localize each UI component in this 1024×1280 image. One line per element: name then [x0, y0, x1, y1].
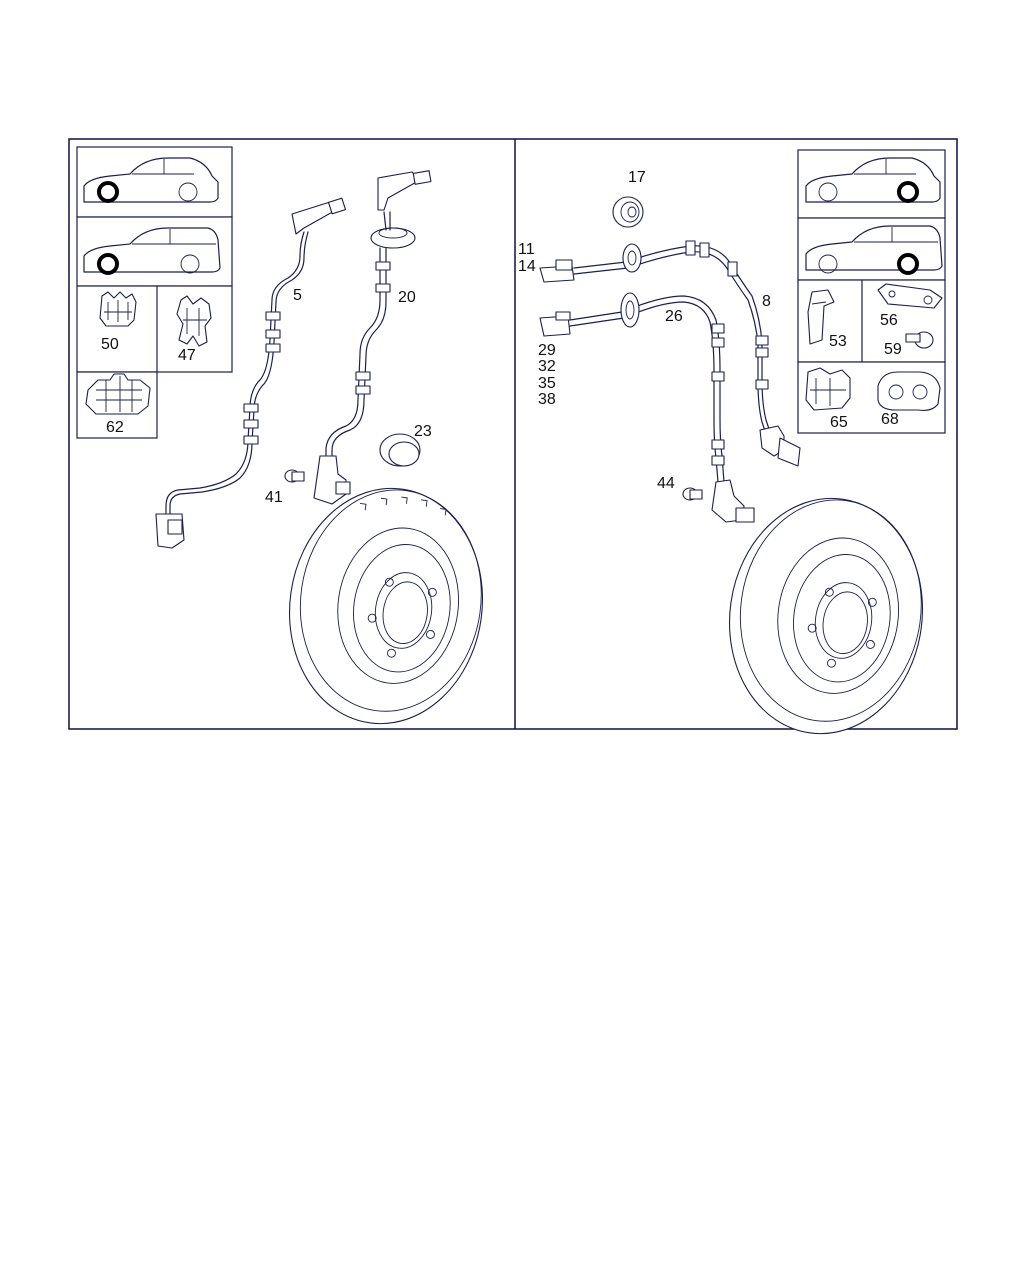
clip-65-icon — [805, 367, 851, 411]
callout-50: 50 — [101, 336, 119, 353]
grommet-17 — [612, 196, 644, 228]
wagon-rear-wheel-icon — [805, 225, 943, 275]
callout-68: 68 — [881, 411, 899, 428]
callout-26: 26 — [665, 308, 683, 325]
callout-23: 23 — [414, 423, 432, 440]
clip-50-icon — [99, 291, 137, 327]
brake-rotor-left — [273, 475, 499, 737]
diagram-frame — [68, 138, 958, 730]
wagon-front-wheel-icon — [83, 227, 221, 275]
clip-68-icon — [877, 371, 941, 411]
sensor-wire-8 — [539, 240, 801, 467]
callout-53: 53 — [829, 333, 847, 350]
callout-47: 47 — [178, 347, 196, 364]
clip-47-icon — [176, 295, 212, 347]
bolt-41 — [284, 469, 305, 483]
bolt-44 — [682, 487, 703, 501]
callout-35: 35 — [538, 375, 556, 392]
sensor-wire-20 — [313, 170, 432, 505]
callout-20: 20 — [398, 289, 416, 306]
callout-38: 38 — [538, 391, 556, 408]
callout-32: 32 — [538, 358, 556, 375]
callout-11: 11 — [518, 241, 535, 258]
callout-44: 44 — [657, 475, 675, 492]
bracket-53-icon — [807, 289, 835, 345]
callout-59: 59 — [884, 341, 902, 358]
callout-29: 29 — [538, 342, 556, 359]
callout-62: 62 — [106, 419, 124, 436]
sedan-front-wheel-icon — [83, 157, 219, 203]
callout-41: 41 — [265, 489, 283, 506]
sedan-rear-wheel-icon — [805, 157, 941, 203]
callout-17: 17 — [628, 169, 646, 186]
callout-5: 5 — [293, 287, 302, 304]
screw-59-icon — [905, 331, 934, 349]
callout-8: 8 — [762, 293, 771, 310]
callout-56: 56 — [880, 312, 898, 329]
clip-62-icon — [85, 373, 151, 415]
brake-rotor-right — [713, 485, 939, 747]
callout-14: 14 — [518, 258, 536, 275]
seal-ring-23 — [379, 433, 421, 467]
sensor-wire-26 — [539, 292, 755, 523]
sensor-wire-5 — [155, 197, 347, 549]
plate-56-icon — [877, 283, 943, 309]
callout-65: 65 — [830, 414, 848, 431]
